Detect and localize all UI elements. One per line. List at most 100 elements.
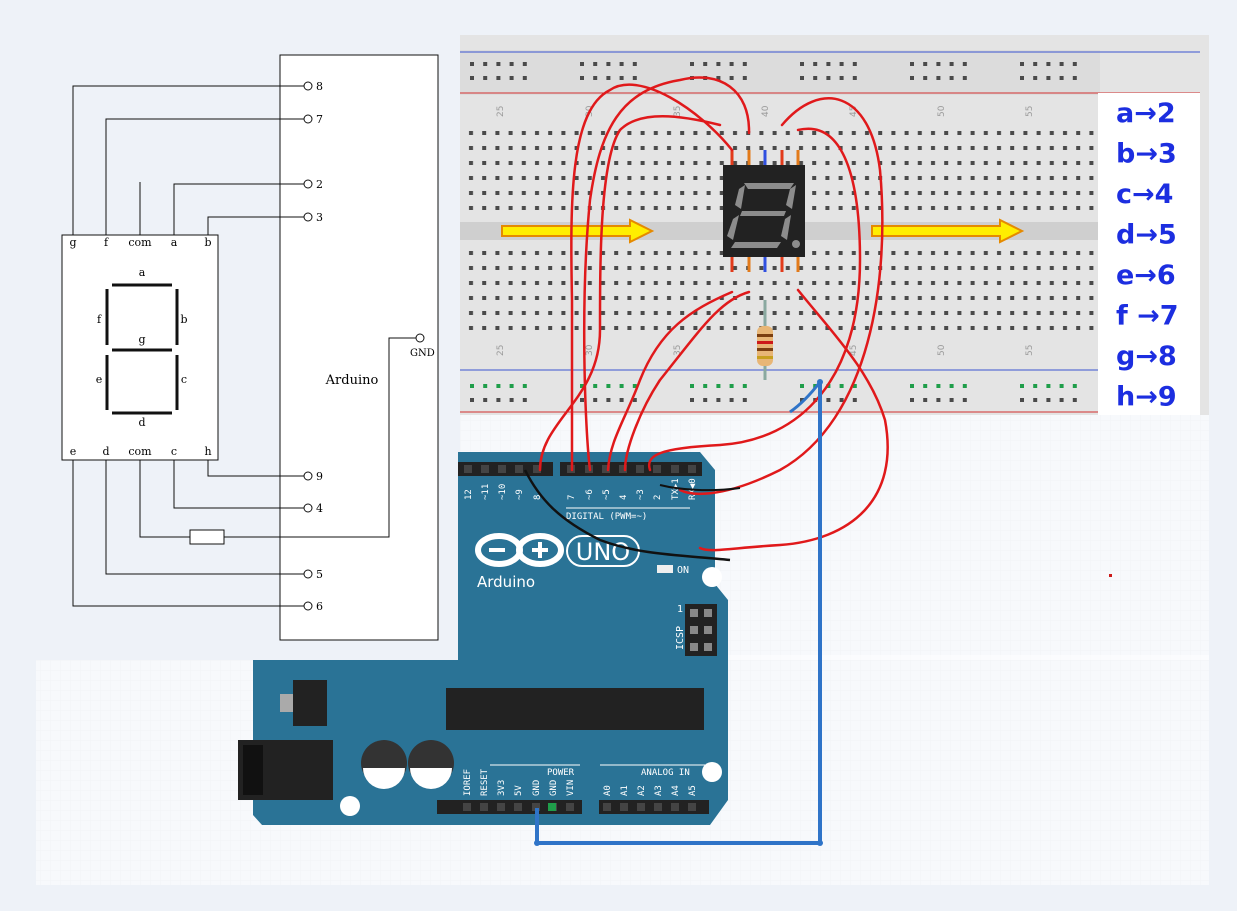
digital-pin-label: 12 (464, 489, 474, 500)
bottom-pin-label: com (128, 445, 152, 458)
seven-segment-block (61, 234, 219, 461)
mapping-entry: g→8 (1116, 341, 1177, 372)
digital-pin-label: ~5 (602, 489, 612, 500)
power-label: POWER (547, 768, 575, 778)
digital-label: DIGITAL (PWM=~) (566, 512, 647, 522)
digital-pin-label: ~11 (481, 484, 491, 500)
analog-pin-label: A4 (671, 785, 681, 796)
digital-pin-label: ~3 (636, 489, 646, 500)
mapping-entry: f →7 (1116, 301, 1179, 332)
analog-pin-label: A2 (637, 785, 647, 796)
analog-pin-label: A1 (620, 785, 630, 796)
mapping-entry: b→3 (1116, 139, 1177, 170)
power-pin-label: RESET (480, 768, 490, 796)
arduino-block (279, 54, 439, 641)
svg-text:25: 25 (496, 345, 506, 356)
mapping-entry: d→5 (1116, 220, 1177, 251)
mapping-entry: a→2 (1116, 98, 1176, 129)
capacitors (361, 740, 454, 789)
pin-number: 8 (316, 80, 323, 93)
pin-number: 9 (316, 470, 323, 483)
digital-pin-label: ~6 (585, 489, 595, 500)
segment-strokes (105, 283, 179, 415)
svg-text:40: 40 (761, 105, 771, 117)
flow-arrow-left (501, 218, 655, 244)
top-pin-label: f (104, 236, 109, 249)
svg-text:35: 35 (673, 345, 683, 356)
black-wire (523, 469, 731, 562)
pin-mapping-legend (1098, 93, 1200, 415)
svg-text:50: 50 (937, 105, 947, 117)
pin-number: 5 (316, 568, 323, 581)
digital-pin-label: TX▶1 (671, 478, 681, 500)
top-pin-label: b (204, 236, 211, 249)
analog-pin-label: A0 (603, 785, 613, 796)
schematic: Arduino g f com a b e d com c h a b c d … (0, 0, 460, 660)
svg-text:50: 50 (937, 344, 947, 356)
top-pin-label: g (69, 236, 76, 249)
segment-label: a (139, 266, 146, 279)
segment-label: g (138, 333, 145, 346)
segment-label: c (181, 373, 187, 386)
analog-pin-label: A3 (654, 785, 664, 796)
top-pin-label: a (171, 236, 178, 249)
digital-pin-label: 4 (619, 495, 629, 500)
top-pin-label: com (128, 236, 152, 249)
digital-pin-label: 2 (653, 495, 663, 500)
power-pin-label: 5V (514, 785, 524, 796)
mapping-entry: e→6 (1116, 260, 1176, 291)
mount-hole (702, 762, 722, 782)
red-wires (538, 76, 889, 552)
digital-pin-label: 7 (567, 495, 577, 500)
schematic-resistor (189, 529, 225, 545)
svg-text:55: 55 (1025, 106, 1035, 117)
brand-label: Arduino (477, 573, 535, 591)
mount-hole (340, 796, 360, 816)
pin-number: 7 (316, 113, 323, 126)
bottom-pin-label: e (70, 445, 77, 458)
power-pin-label: 3V3 (497, 780, 507, 796)
flow-arrow-right (871, 218, 1025, 244)
segment-label: e (96, 373, 103, 386)
arduino-block-label: Arduino (325, 373, 379, 388)
power-pin-label: GND (532, 780, 542, 796)
icsp-label: ICSP (675, 626, 686, 650)
voltage-regulator (293, 680, 327, 726)
pin-number: 3 (316, 211, 323, 224)
digital-pin-label: 8 (533, 495, 543, 500)
segment-label: b (180, 313, 187, 326)
power-pin-label: IOREF (463, 769, 473, 796)
svg-text:35: 35 (673, 106, 683, 117)
microcontroller-chip (446, 688, 704, 730)
power-pin-label: GND (549, 780, 559, 796)
svg-text:45: 45 (849, 106, 859, 117)
svg-text:1: 1 (677, 604, 683, 615)
bottom-pin-label: h (204, 445, 211, 458)
digital-pin-label: ~10 (498, 484, 508, 500)
bottom-pin-label: d (102, 445, 109, 458)
svg-text:45: 45 (849, 345, 859, 356)
resistor (757, 300, 773, 380)
svg-text:55: 55 (1025, 345, 1035, 356)
analog-label: ANALOG IN (641, 768, 690, 778)
bottom-pin-label: c (171, 445, 177, 458)
blue-gnd-wire (535, 382, 822, 845)
icsp-header (685, 604, 717, 656)
analog-pin-label: A5 (688, 785, 698, 796)
segment-label: d (138, 416, 145, 429)
on-led (657, 565, 673, 573)
on-label: ON (677, 565, 689, 576)
mapping-entry: h→9 (1116, 382, 1177, 413)
mapping-entry: c→4 (1116, 179, 1173, 210)
pin-number: 4 (316, 502, 323, 515)
pin-number: 6 (316, 600, 323, 613)
power-pin-label: VIN (566, 780, 576, 796)
pin-number: 2 (316, 178, 323, 191)
mount-hole (702, 567, 722, 587)
seven-segment-display (723, 150, 805, 272)
gnd-label: GND (410, 348, 435, 359)
svg-text:30: 30 (585, 344, 595, 356)
model-label: UNO (576, 538, 630, 566)
